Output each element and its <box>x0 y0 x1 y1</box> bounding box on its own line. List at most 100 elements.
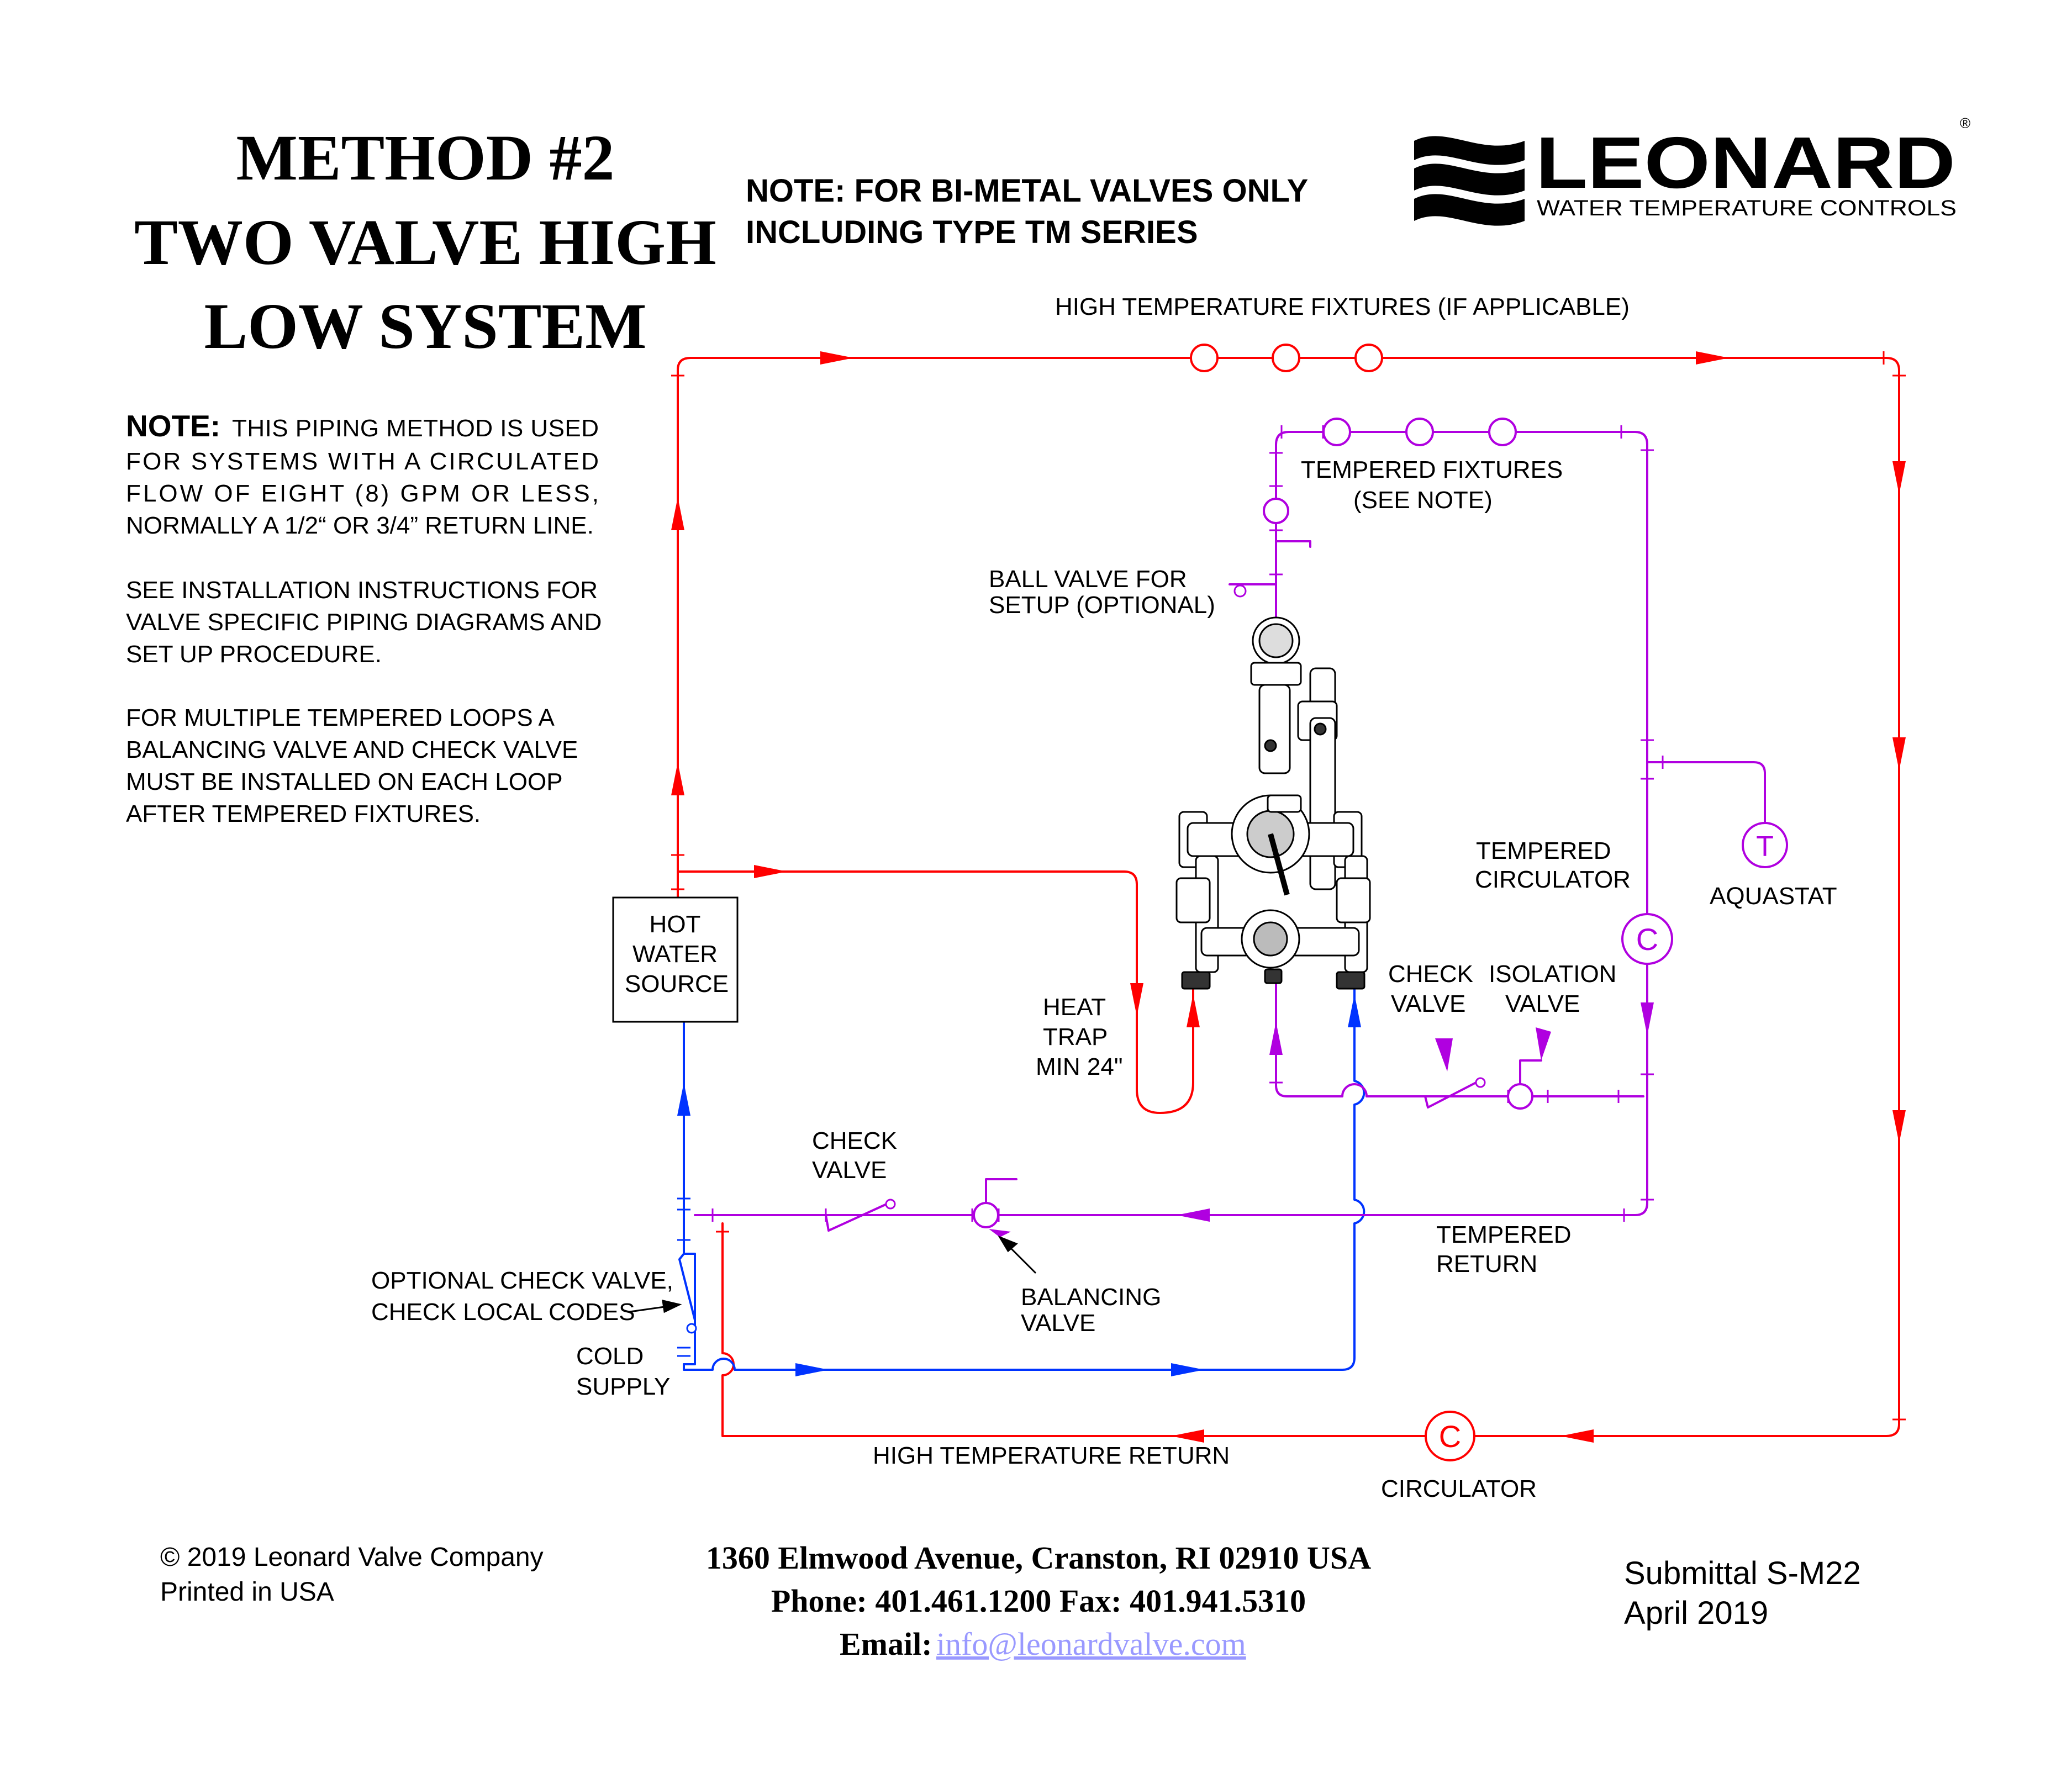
side-note-p3-line-4: AFTER TEMPERED FIXTURES. <box>126 800 481 827</box>
side-note-lead: NOTE: <box>126 409 220 443</box>
label-check-valve-lower-1: CHECK <box>812 1127 897 1154</box>
label-tempered-return-2: RETURN <box>1436 1250 1537 1278</box>
footer-address: 1360 Elmwood Avenue, Cranston, RI 02910 … <box>706 1540 1371 1576</box>
footer-date: April 2019 <box>1624 1595 1768 1631</box>
optional-check-valve-pivot-icon <box>686 1323 697 1334</box>
tempered-circulator-symbol: C <box>1636 922 1658 957</box>
tempered-flow-arrows <box>989 1002 1654 1237</box>
logo-tagline: WATER TEMPERATURE CONTROLS <box>1537 196 1957 220</box>
registered-mark: ® <box>1960 115 1970 131</box>
footer-email-link[interactable]: info@leonardvalve.com <box>936 1626 1246 1662</box>
label-ball-valve-1: BALL VALVE FOR <box>989 566 1187 593</box>
label-heat-trap-2: TRAP <box>1043 1023 1108 1051</box>
title-line-3: LOW SYSTEM <box>204 290 646 362</box>
side-note-p2-line-3: SET UP PROCEDURE. <box>126 641 382 668</box>
label-tempered-circulator-1: TEMPERED <box>1476 837 1611 864</box>
hot-main-loop <box>677 357 1900 1437</box>
side-note-p1-line-4: NORMALLY A 1/2“ OR 3/4” RETURN LINE. <box>126 512 594 539</box>
wave-icon <box>1414 136 1525 226</box>
cold-supply-piping <box>677 988 1365 1376</box>
label-optional-check-1: OPTIONAL CHECK VALVE, <box>371 1267 673 1294</box>
side-note-p1-line-2: FOR SYSTEMS WITH A CIRCULATED <box>126 448 599 475</box>
check-valve-lower-icon <box>825 1203 888 1232</box>
tempered-fixture-1-icon <box>1322 418 1351 446</box>
cold-main <box>683 988 1365 1371</box>
tempered-loop <box>1015 431 1648 1216</box>
aquastat-line <box>1646 761 1766 824</box>
optional-check-valve-icon <box>678 1253 696 1321</box>
label-isolation-valve-1: ISOLATION <box>1489 960 1616 988</box>
footer-copyright: © 2019 Leonard Valve Company <box>160 1543 544 1572</box>
hot-water-source-line-1: HOT <box>650 911 701 938</box>
ball-valve-icon <box>1233 584 1247 598</box>
label-high-temp-return: HIGH TEMPERATURE RETURN <box>873 1442 1230 1469</box>
aquastat-symbol: T <box>1756 831 1774 863</box>
footer-submittal: Submittal S-M22 <box>1624 1555 1861 1591</box>
side-note-p1-line-3: FLOW OF EIGHT (8) GPM OR LESS, <box>126 480 599 507</box>
label-balancing-valve-2: VALVE <box>1021 1310 1095 1337</box>
high-temp-fixture-2-icon <box>1272 344 1300 372</box>
title-block: METHOD #2 TWO VALVE HIGH LOW SYSTEM <box>134 122 716 362</box>
label-tempered-fixtures-2: (SEE NOTE) <box>1353 487 1493 514</box>
label-ball-valve-2: SETUP (OPTIONAL) <box>989 592 1215 619</box>
title-line-2: TWO VALVE HIGH <box>134 206 716 278</box>
tempered-outlet-line <box>1275 982 1644 1097</box>
top-note: NOTE: FOR BI-METAL VALVES ONLY INCLUDING… <box>746 173 1308 250</box>
label-heat-trap-1: HEAT <box>1043 994 1106 1021</box>
check-valve-upper-pivot-icon <box>1475 1077 1486 1088</box>
footer-phone: Phone: 401.461.1200 Fax: 401.941.5310 <box>771 1583 1306 1619</box>
diagram-labels: HIGH TEMPERATURE FIXTURES (IF APPLICABLE… <box>371 293 1837 1502</box>
label-cold-supply-1: COLD <box>576 1343 644 1370</box>
circulator-icon <box>1425 1411 1475 1461</box>
label-isolation-valve-2: VALVE <box>1505 990 1580 1017</box>
isolation-valve-icon <box>1507 1083 1533 1110</box>
check-valve-upper-icon <box>1424 1081 1477 1109</box>
tempered-pipe-ticks <box>711 425 1664 1222</box>
cold-bypass <box>683 1229 696 1365</box>
side-note-p2-line-1: SEE INSTALLATION INSTRUCTIONS FOR <box>126 577 598 604</box>
hot-supply-piping: C <box>671 344 1906 1461</box>
cold-pipe-ticks <box>677 1197 690 1357</box>
balancing-valve-icon <box>973 1202 999 1228</box>
side-note-p3-line-1: FOR MULTIPLE TEMPERED LOOPS A <box>126 704 555 731</box>
balancing-valve-handle-icon <box>985 1178 1017 1204</box>
cold-flow-arrows <box>677 994 1361 1376</box>
tempered-fixture-3-icon <box>1488 418 1517 446</box>
side-note-p2-line-2: VALVE SPECIFIC PIPING DIAGRAMS AND <box>126 609 602 636</box>
top-note-line-2: INCLUDING TYPE TM SERIES <box>746 214 1198 250</box>
heat-trap-loop <box>677 870 1194 1114</box>
isolation-valve-handle-icon <box>1519 1059 1542 1085</box>
footer-email-label: Email: <box>840 1626 932 1662</box>
label-tempered-return-1: TEMPERED <box>1436 1221 1571 1248</box>
hot-return-riser <box>721 1222 735 1392</box>
check-valve-lower-pivot-icon <box>885 1199 896 1210</box>
title-line-1: METHOD #2 <box>236 122 614 194</box>
label-check-valve-lower-2: VALVE <box>812 1157 887 1184</box>
label-check-valve-upper-1: CHECK <box>1388 960 1473 988</box>
circulator-symbol: C <box>1439 1419 1461 1454</box>
label-check-valve-upper-2: VALVE <box>1391 990 1465 1017</box>
label-heat-trap-3: MIN 24" <box>1036 1053 1122 1080</box>
mixing-valve-assembly <box>1175 616 1371 990</box>
leader-arrows <box>629 1235 1037 1313</box>
label-circulator: CIRCULATOR <box>1381 1475 1537 1502</box>
logo-brand: LEONARD <box>1536 122 1955 203</box>
label-balancing-valve-1: BALANCING <box>1021 1284 1161 1311</box>
label-optional-check-2: CHECK LOCAL CODES <box>371 1299 635 1326</box>
side-note-p1-line-1: THIS PIPING METHOD IS USED <box>232 415 599 442</box>
hot-water-source-box <box>612 896 739 1023</box>
tempered-fixture-drop-icon <box>1263 498 1289 524</box>
label-cold-supply-2: SUPPLY <box>576 1373 670 1400</box>
tempered-piping: C T <box>694 418 1788 1237</box>
hot-flow-arrows <box>671 351 1906 1443</box>
label-tempered-circulator-2: CIRCULATOR <box>1475 866 1631 893</box>
leonard-logo: LEONARD ® WATER TEMPERATURE CONTROLS <box>1414 115 1970 226</box>
high-temp-fixture-1-icon <box>1190 344 1219 372</box>
aquastat-icon <box>1742 822 1788 868</box>
hot-water-source: HOT WATER SOURCE <box>612 896 739 1023</box>
side-note-p3-line-2: BALANCING VALVE AND CHECK VALVE <box>126 736 578 763</box>
footer: © 2019 Leonard Valve Company Printed in … <box>160 1540 1861 1662</box>
tempered-circulator-icon <box>1621 913 1673 965</box>
hot-pipe-ticks <box>671 351 1906 1421</box>
